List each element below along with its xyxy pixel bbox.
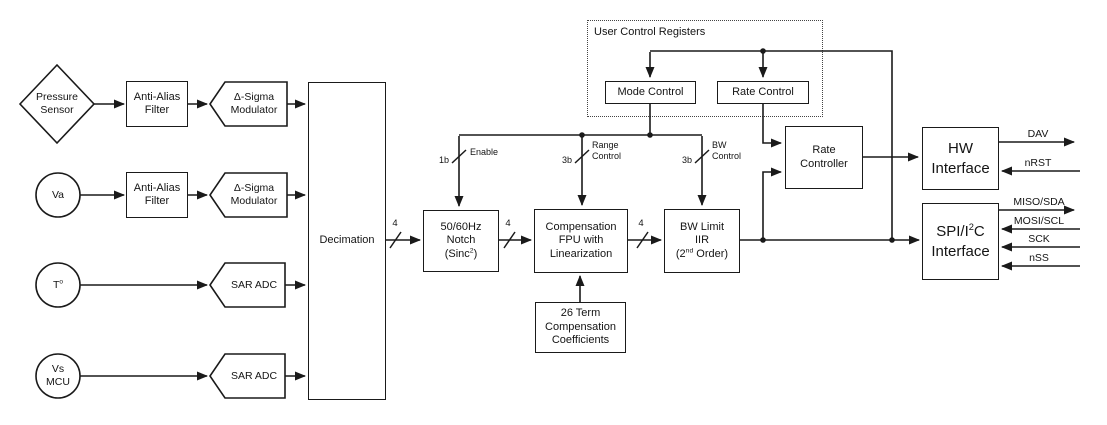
coeff-line2: Compensation [545,320,616,333]
range-control-line1: Range [592,140,619,150]
notch-line3-sup: 2 [469,247,474,255]
rate-controller-line1: Rate [812,144,836,157]
pin-mosi-scl: MOSI/SCL [1013,215,1065,227]
aaf1-line1: Anti-Alias [133,90,181,103]
anti-alias-filter-2-box: Anti-Alias Filter [126,172,188,218]
spi-line2: Interface [931,242,990,260]
dsm2-line1: Δ-Sigma [233,182,275,195]
notch-filter-box: 50/60Hz Notch (Sinc2) [423,210,499,272]
source-shapes [18,63,288,399]
aaf2-line2: Filter [144,195,170,207]
spi-line1-base: SPI/I [936,223,969,240]
notch-line3: (Sinc2) [444,247,478,261]
signal-wires [80,50,1080,381]
dsm2-line2: Modulator [230,195,278,207]
temperature-text: To [52,278,64,292]
junction-dots [579,48,895,243]
bw-line3-end: Order) [693,247,729,260]
bus-slashes [389,149,710,249]
pin-sck: SCK [1028,233,1050,245]
bw-line1: BW Limit [680,220,724,233]
enable-label: Enable [470,147,499,157]
bus-width-4-c: 4 [638,218,644,229]
rate-control-label: Rate Control [732,85,794,98]
coeff-line1: 26 Term [560,307,601,320]
sar-adc-2-pentagon [209,353,286,399]
spi-line1: SPI/I2C [936,222,985,242]
pin-miso-sda: MISO/SDA [1013,196,1065,208]
bw-control-label: BW Control [712,140,760,161]
mode-control-box: Mode Control [605,81,696,104]
decimation-label: Decimation [319,234,375,247]
range-control-line2: Control [592,150,622,161]
mode-control-label: Mode Control [617,85,684,98]
dsm1-line2: Modulator [230,104,278,116]
aaf2-line1: Anti-Alias [133,181,181,194]
temperature-base: T [52,278,60,291]
anti-alias-filter-1-box: Anti-Alias Filter [126,81,188,127]
dsm1-line1: Δ-Sigma [233,91,275,104]
sar-adc-1-pentagon [209,262,286,308]
hw-interface-box: HW Interface [922,127,999,190]
compensation-fpu-box: Compensation FPU with Linearization [534,209,628,273]
sar-adc-2-label: SAR ADC [230,369,278,382]
bw-line2: IIR [694,234,710,247]
bw-control-line1: BW [712,140,727,150]
fpu-line1: Compensation [545,220,617,233]
spi-line1-sup: 2 [968,222,974,232]
delta-sigma-2-label: Δ-Sigma Modulator [221,177,287,213]
notch-line3-end: ) [473,247,478,260]
bw-line3-base: (2 [675,247,686,260]
user-control-registers-group [587,20,823,117]
decimation-box: Decimation [308,82,386,400]
bw-limit-iir-box: BW Limit IIR (2nd Order) [664,209,740,273]
notch-line3-base: (Sinc [444,247,470,260]
pressure-sensor-label: Pressure Sensor [22,89,92,119]
range-width-label: 3b [561,155,572,165]
vs-mcu-line2: MCU [46,375,70,388]
pin-nrst: nRST [1024,157,1052,169]
user-control-registers-title: User Control Registers [594,26,706,38]
aaf1-line2: Filter [144,104,170,116]
coeff-line3: Coefficients [551,334,610,347]
bw-line3-sup: nd [685,247,694,255]
hw-line2: Interface [931,159,990,177]
bw-width-label: 3b [681,155,692,165]
delta-sigma-1-label: Δ-Sigma Modulator [221,86,287,122]
temperature-sup: o [59,278,64,286]
delta-sigma-1-pentagon [209,81,288,127]
bus-width-4-b: 4 [505,218,511,229]
notch-line2: Notch [446,234,476,247]
enable-width-label: 1b [438,155,449,165]
pin-dav: DAV [1027,128,1049,140]
hw-line1: HW [948,140,973,157]
vs-mcu-line1: Vs [51,362,65,375]
bw-line3: (2nd Order) [675,247,729,261]
bw-control-line2: Control [712,150,742,161]
sar-adc-1-label: SAR ADC [230,278,278,291]
delta-sigma-2-pentagon [209,172,288,218]
pin-nss: nSS [1029,252,1049,264]
notch-line1: 50/60Hz [440,220,482,233]
temperature-label: To [36,278,80,292]
bus-width-4-a: 4 [392,218,398,229]
rate-controller-line2: Controller [800,157,848,170]
range-control-label: Range Control [592,140,640,161]
vs-mcu-label: Vs MCU [36,361,80,390]
fpu-line2: FPU with [558,234,604,247]
fpu-line3: Linearization [549,247,613,260]
rate-control-box: Rate Control [717,81,809,104]
pressure-sensor-line2: Sensor [40,104,74,116]
pressure-sensor-line1: Pressure [35,91,78,104]
spi-line1-end: C [973,223,985,240]
coefficients-box: 26 Term Compensation Coefficients [535,302,626,353]
rate-controller-box: Rate Controller [785,126,863,189]
va-label: Va [51,188,65,201]
spi-i2c-interface-box: SPI/I2C Interface [922,203,999,280]
